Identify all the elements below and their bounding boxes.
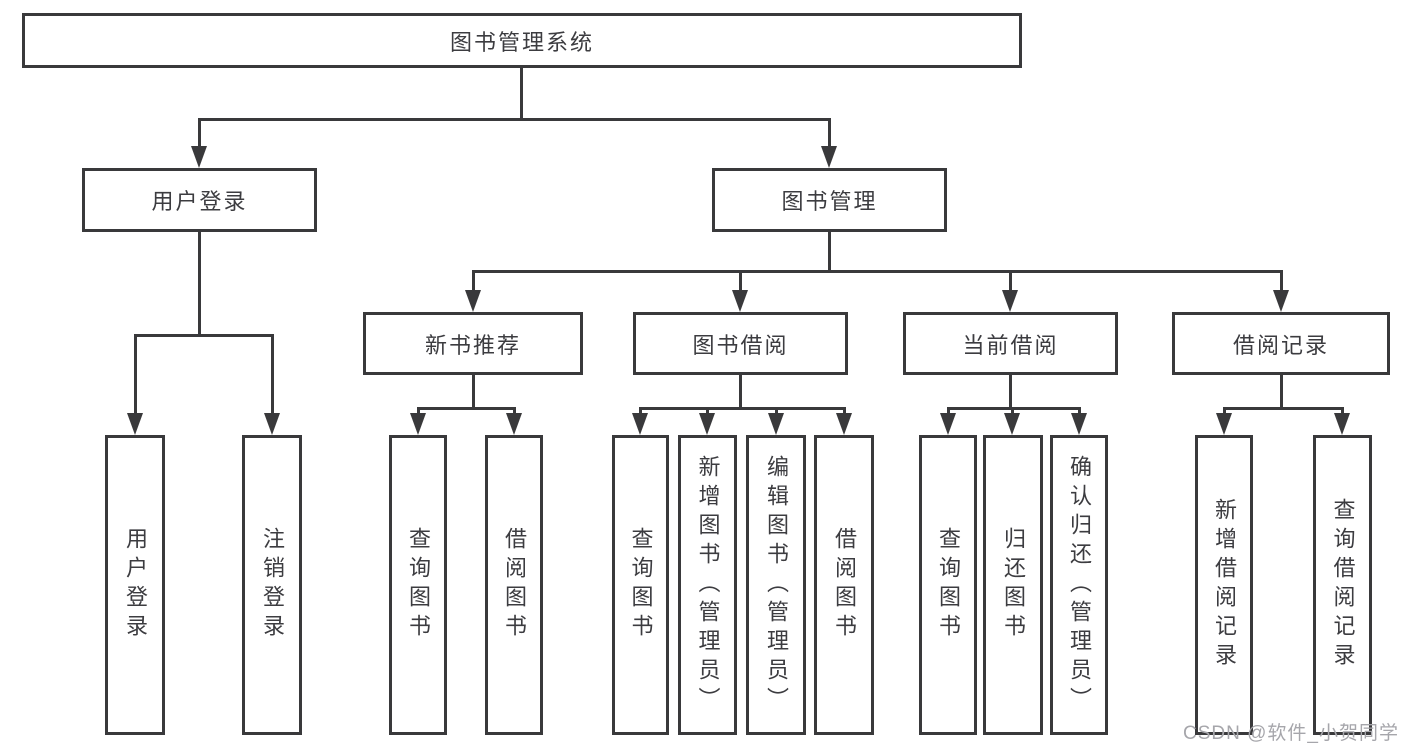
connector-user-login-stub — [198, 232, 201, 337]
node-book-management: 图书管理 — [712, 168, 947, 232]
connector-stub — [1009, 375, 1012, 410]
leaf-label: 查询图书 — [936, 527, 961, 643]
connector-drop — [775, 407, 778, 416]
leaf-edit-books-admin: 编辑图书（管理员） — [746, 435, 806, 735]
arrowhead-down-icon — [768, 413, 784, 435]
arrowhead-down-icon — [836, 413, 852, 435]
leaf-confirm-return-admin: 确认归还（管理员） — [1050, 435, 1108, 735]
arrowhead-down-icon — [821, 146, 837, 168]
connector-level3-bar — [472, 270, 1282, 273]
arrowhead-down-icon — [506, 413, 522, 435]
node-user-login: 用户登录 — [82, 168, 317, 232]
connector-drop — [1009, 270, 1012, 292]
leaf-label: 借阅图书 — [832, 527, 857, 643]
leaf-label: 查询图书 — [628, 527, 654, 643]
connector-drop — [513, 407, 516, 416]
connector-stub — [739, 375, 742, 410]
leaf-add-borrow-record: 新增借阅记录 — [1195, 435, 1253, 735]
connector-drop — [1011, 407, 1014, 416]
leaf-query-books-recommend: 查询图书 — [389, 435, 447, 735]
node-book-management-label: 图书管理 — [781, 189, 878, 214]
connector-bar — [417, 407, 515, 410]
connector-drop — [843, 407, 846, 416]
leaf-query-books: 查询图书 — [612, 435, 669, 735]
leaf-user-login: 用户登录 — [105, 435, 165, 735]
arrowhead-down-icon — [1334, 413, 1350, 435]
node-current-borrow: 当前借阅 — [903, 312, 1118, 375]
arrowhead-down-icon — [732, 290, 748, 312]
arrowhead-down-icon — [632, 413, 648, 435]
leaf-label: 确认归还（管理员） — [1067, 454, 1092, 716]
connector-drop — [706, 407, 709, 416]
arrowhead-down-icon — [699, 413, 715, 435]
node-current-borrow-label: 当前借阅 — [962, 332, 1059, 358]
watermark: CSDN @软件_小贺同学 — [1183, 723, 1399, 744]
connector-bar — [639, 407, 845, 410]
leaf-query-borrow-record: 查询借阅记录 — [1313, 435, 1372, 735]
leaf-label: 查询图书 — [406, 527, 431, 643]
connector-drop — [271, 334, 274, 415]
node-new-book-recommend: 新书推荐 — [363, 312, 583, 375]
connector-drop — [1280, 270, 1283, 292]
leaf-label: 注销登录 — [260, 527, 285, 643]
node-borrow-records: 借阅记录 — [1172, 312, 1390, 375]
arrowhead-down-icon — [465, 290, 481, 312]
arrowhead-down-icon — [940, 413, 956, 435]
connector-drop — [417, 407, 420, 416]
connector-root-stub — [520, 68, 523, 121]
arrowhead-down-icon — [191, 146, 207, 168]
leaf-query-books-current: 查询图书 — [919, 435, 977, 735]
leaf-borrow-books-recommend: 借阅图书 — [485, 435, 543, 735]
connector-book-management-stub — [828, 232, 831, 273]
arrowhead-down-icon — [410, 413, 426, 435]
leaf-label: 用户登录 — [123, 527, 148, 643]
node-borrow-records-label: 借阅记录 — [1232, 332, 1329, 358]
arrowhead-down-icon — [1071, 413, 1087, 435]
leaf-label: 借阅图书 — [502, 527, 527, 643]
connector-drop — [198, 118, 201, 148]
leaf-label: 编辑图书（管理员） — [764, 454, 789, 716]
arrowhead-down-icon — [1004, 413, 1020, 435]
connector-stub — [472, 375, 475, 410]
arrowhead-down-icon — [1002, 290, 1018, 312]
arrowhead-down-icon — [127, 413, 143, 435]
leaf-logout: 注销登录 — [242, 435, 302, 735]
connector-level2-bar — [198, 118, 831, 121]
node-user-login-label: 用户登录 — [151, 189, 248, 214]
connector-drop — [639, 407, 642, 416]
arrowhead-down-icon — [1216, 413, 1232, 435]
node-root: 图书管理系统 — [22, 13, 1022, 68]
connector-stub — [1280, 375, 1283, 410]
leaf-label: 新增借阅记录 — [1212, 498, 1237, 672]
leaf-return-books: 归还图书 — [983, 435, 1043, 735]
connector-drop — [1341, 407, 1344, 416]
node-new-book-recommend-label: 新书推荐 — [424, 332, 521, 358]
connector-drop — [739, 270, 742, 292]
node-root-label: 图书管理系统 — [449, 29, 594, 55]
connector-drop — [1078, 407, 1081, 416]
connector-drop — [1223, 407, 1226, 416]
leaf-label: 查询借阅记录 — [1330, 498, 1356, 672]
node-book-borrow-label: 图书借阅 — [692, 332, 789, 358]
leaf-label: 新增图书（管理员） — [695, 454, 721, 716]
connector-drop — [472, 270, 475, 292]
connector-drop — [947, 407, 950, 416]
leaf-borrow-books: 借阅图书 — [814, 435, 874, 735]
connector-drop — [828, 118, 831, 148]
arrowhead-down-icon — [1273, 290, 1289, 312]
leaf-label: 归还图书 — [1001, 527, 1026, 643]
arrowhead-down-icon — [264, 413, 280, 435]
node-book-borrow: 图书借阅 — [633, 312, 848, 375]
connector-user-login-bar — [134, 334, 274, 337]
connector-bar — [1223, 407, 1344, 410]
leaf-add-books-admin: 新增图书（管理员） — [678, 435, 737, 735]
connector-drop — [134, 334, 137, 415]
